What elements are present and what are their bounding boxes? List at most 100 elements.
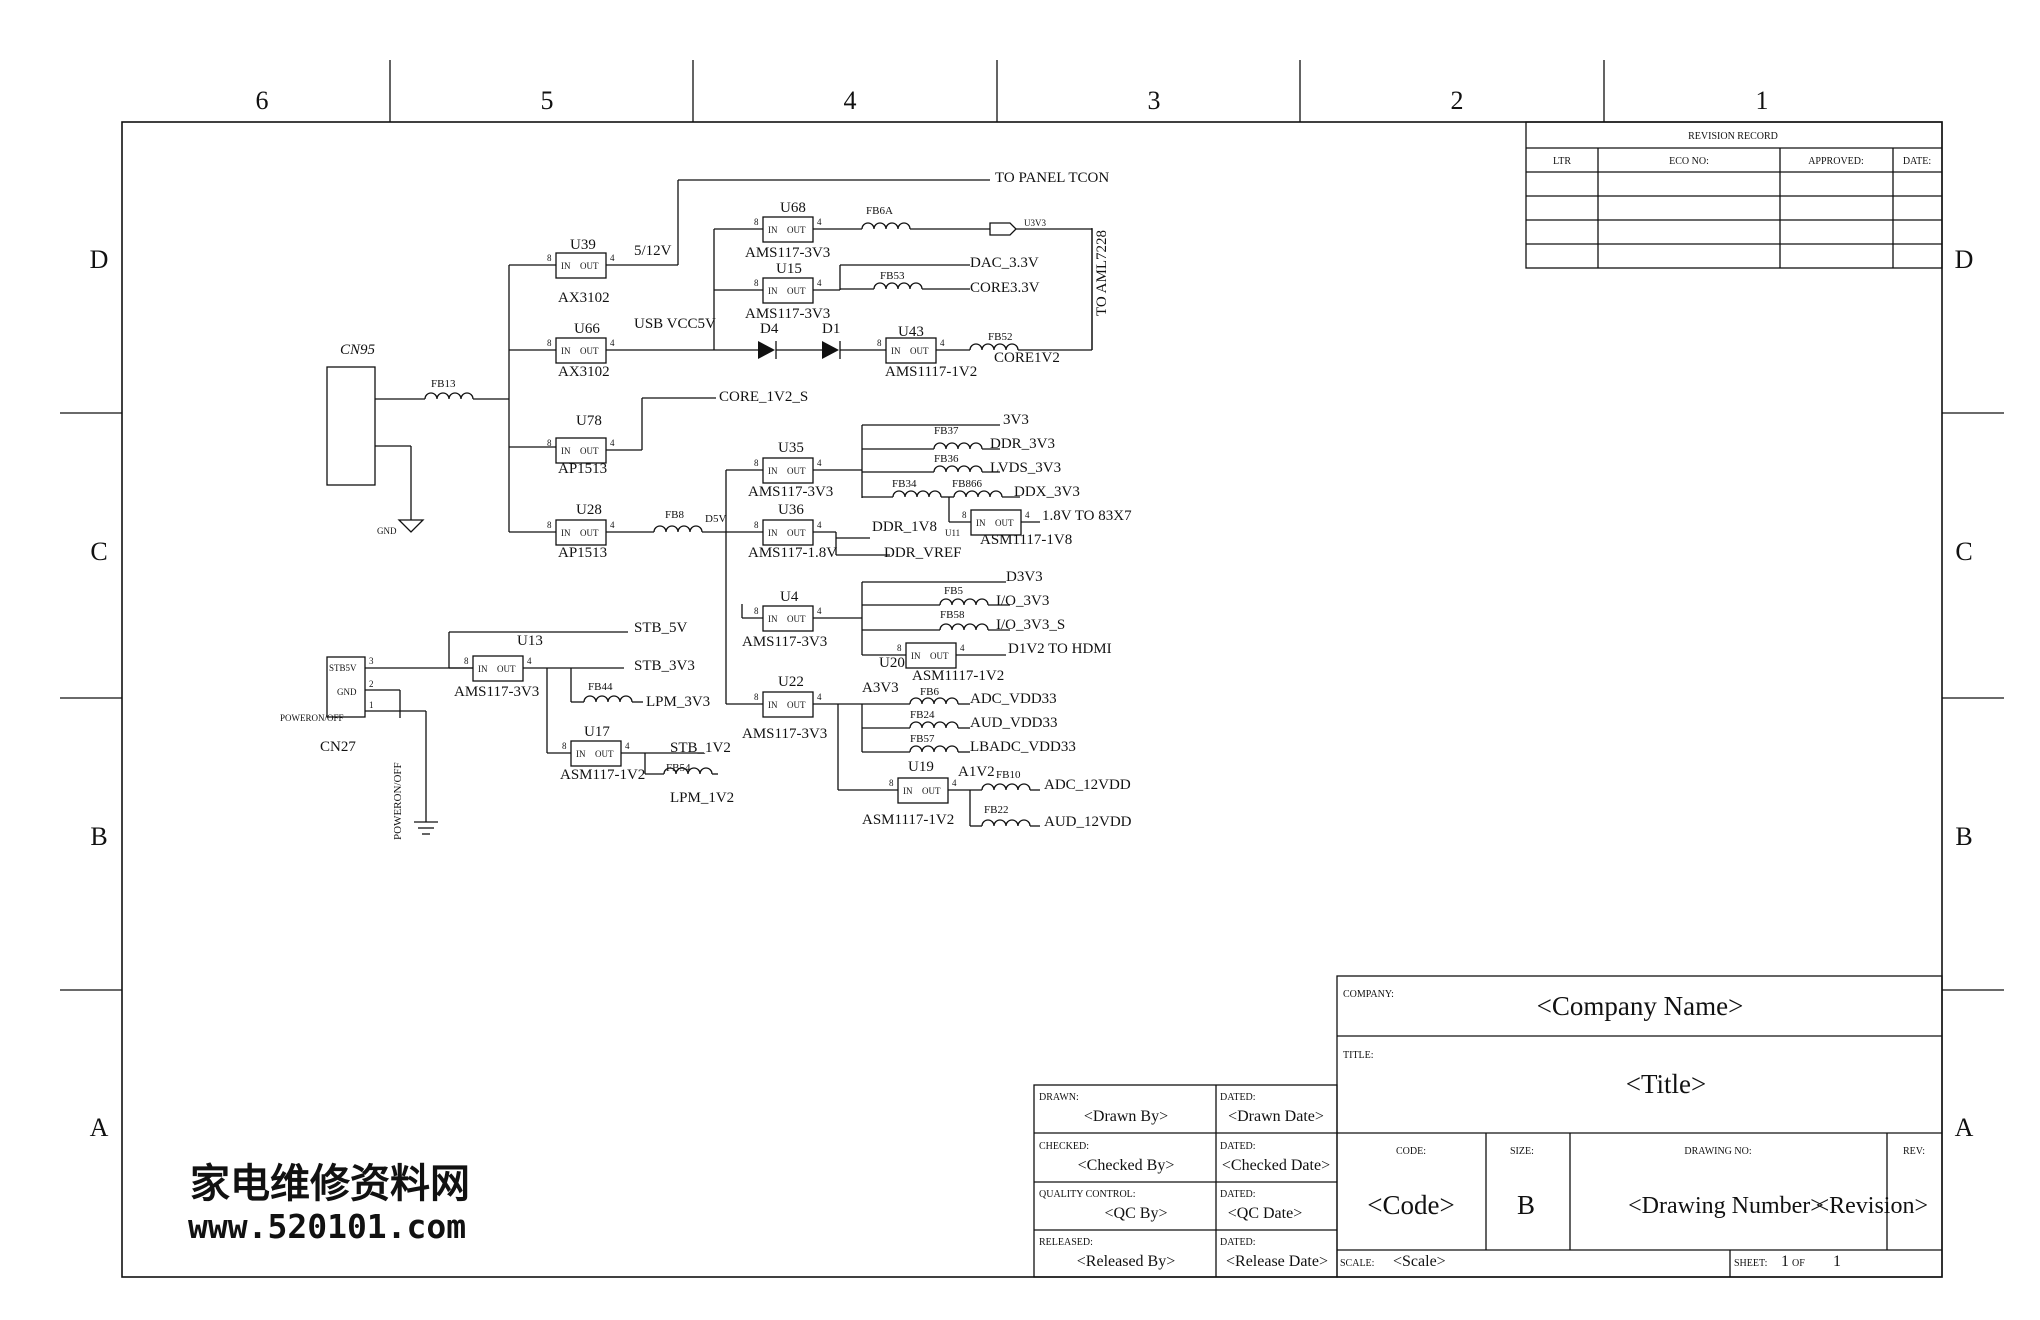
ref-fb53: FB53 — [880, 270, 905, 282]
pin-stb5v: STB5V — [329, 663, 357, 673]
u43-regulator-in-label: IN — [891, 346, 901, 356]
zone-col-2: 2 — [1451, 86, 1464, 115]
scale: <Scale> — [1393, 1253, 1446, 1270]
zone-row-a-right: A — [1955, 1113, 1974, 1142]
net-usb-vcc5v: USB VCC5V — [634, 316, 716, 332]
net-5-12v: 5/12V — [634, 243, 672, 259]
u20-regulator-pin-8: 8 — [897, 643, 902, 653]
u39-regulator-in-label: IN — [561, 261, 571, 271]
checked-by: <Checked By> — [1078, 1157, 1175, 1174]
net-ddr-vref: DDR_VREF — [884, 545, 962, 561]
revision-value: <Revision> — [1816, 1193, 1928, 1219]
scale-label: SCALE: — [1340, 1258, 1374, 1269]
net-lvds-3v3: LVDS_3V3 — [990, 460, 1061, 476]
part-u4: AMS117-3V3 — [742, 634, 827, 650]
ref-fb6a: FB6A — [866, 205, 893, 217]
net-d1v2-to-hdmi: D1V2 TO HDMI — [1008, 641, 1112, 657]
u15-regulator — [762, 277, 814, 304]
qc-date: <QC Date> — [1228, 1205, 1302, 1222]
ref-u66: U66 — [574, 321, 600, 337]
u22-regulator — [762, 691, 814, 718]
drawn-by: <Drawn By> — [1084, 1108, 1168, 1125]
u78-regulator-pin-4: 4 — [610, 438, 615, 448]
watermark: 家电维修资料网 www.520101.com — [188, 1160, 470, 1246]
ref-fb44: FB44 — [588, 681, 613, 693]
u22-regulator-in-label: IN — [768, 700, 778, 710]
u39-regulator — [555, 252, 607, 279]
u68-regulator-pin-8: 8 — [754, 217, 759, 227]
drawn-date-label: DATED: — [1220, 1092, 1256, 1103]
u43-regulator — [885, 337, 937, 364]
checked-date-label: DATED: — [1220, 1141, 1256, 1152]
code-label: CODE: — [1396, 1146, 1426, 1157]
ref-cn95: CN95 — [340, 342, 376, 358]
net-lbadc-vdd33: LBADC_VDD33 — [970, 739, 1076, 755]
u35-regulator-pin-4: 4 — [817, 458, 822, 468]
net-ddr-3v3: DDR_3V3 — [990, 436, 1055, 452]
ref-fb58: FB58 — [940, 609, 965, 621]
net-core3v3: CORE3.3V — [970, 280, 1040, 296]
u36-regulator-in-label: IN — [768, 528, 778, 538]
u13-regulator-in-label: IN — [478, 664, 488, 674]
ref-u68: U68 — [780, 200, 806, 216]
part-u11: ASM1117-1V8 — [980, 532, 1072, 548]
sheet-of: OF — [1792, 1258, 1805, 1269]
u4-regulator-in-label: IN — [768, 614, 778, 624]
net-lpm-3v3: LPM_3V3 — [646, 694, 710, 710]
net-a1v2: A1V2 — [958, 764, 995, 780]
u4-regulator — [762, 605, 814, 632]
u35-regulator-in-label: IN — [768, 466, 778, 476]
net-adc-12vdd: ADC_12VDD — [1044, 777, 1131, 793]
part-u13: AMS117-3V3 — [454, 684, 539, 700]
ref-u13: U13 — [517, 633, 543, 649]
u20-regulator — [905, 642, 957, 669]
u19-regulator — [897, 777, 949, 804]
drawing-no-label: DRAWING NO: — [1684, 1146, 1751, 1157]
zone-row-d-left: D — [90, 245, 109, 274]
u43-regulator-out-label: OUT — [910, 346, 929, 356]
cn27-pin-2: 2 — [369, 679, 374, 689]
schematic-labels: TO PANEL TCON CN95 FB13 GND U39 AX3102 5… — [280, 170, 1132, 840]
net-io-3v3: I/O_3V3 — [996, 593, 1049, 609]
zone-row-d-right: D — [1955, 245, 1974, 274]
u36-regulator-pin-4: 4 — [817, 520, 822, 530]
u28-regulator — [555, 519, 607, 546]
company-name: <Company Name> — [1537, 991, 1744, 1021]
part-u15: AMS117-3V3 — [745, 306, 830, 322]
ref-u15: U15 — [776, 261, 802, 277]
released-by: <Released By> — [1077, 1253, 1175, 1270]
u35-regulator-out-label: OUT — [787, 466, 806, 476]
u11-regulator-pin-4: 4 — [1025, 510, 1030, 520]
net-aud-12vdd: AUD_12VDD — [1044, 814, 1132, 830]
ref-fb22: FB22 — [984, 804, 1008, 816]
release-date: <Release Date> — [1226, 1253, 1328, 1270]
net-d3v3: D3V3 — [1006, 569, 1043, 585]
u43-regulator-pin-8: 8 — [877, 338, 882, 348]
ref-fb54: FB54 — [666, 762, 691, 774]
u39-regulator-pin-8: 8 — [547, 253, 552, 263]
zone-col-4: 4 — [844, 86, 857, 115]
checked-label: CHECKED: — [1039, 1141, 1089, 1152]
sheet-total: 1 — [1833, 1253, 1841, 1270]
part-u22: AMS117-3V3 — [742, 726, 827, 742]
u36-regulator-out-label: OUT — [787, 528, 806, 538]
u39-regulator-pin-4: 4 — [610, 253, 615, 263]
u17-regulator-pin-8: 8 — [562, 741, 567, 751]
zone-col-6: 6 — [256, 86, 269, 115]
net-u3v3: U3V3 — [1024, 218, 1046, 228]
drawing-title: <Title> — [1626, 1069, 1707, 1099]
u11-regulator — [970, 509, 1022, 536]
u19-regulator-in-label: IN — [903, 786, 913, 796]
u66-regulator — [555, 337, 607, 364]
u68-regulator-pin-4: 4 — [817, 217, 822, 227]
d1-diode — [822, 341, 839, 359]
u13-regulator-pin-4: 4 — [527, 656, 532, 666]
u68-regulator-out-label: OUT — [787, 225, 806, 235]
drawing-frame — [60, 60, 2004, 1278]
cn27-connector — [326, 656, 366, 718]
ref-fb34: FB34 — [892, 478, 917, 490]
zone-col-5: 5 — [541, 86, 554, 115]
u35-regulator — [762, 457, 814, 484]
zone-col-3: 3 — [1148, 86, 1161, 115]
u20-regulator-out-label: OUT — [930, 651, 949, 661]
